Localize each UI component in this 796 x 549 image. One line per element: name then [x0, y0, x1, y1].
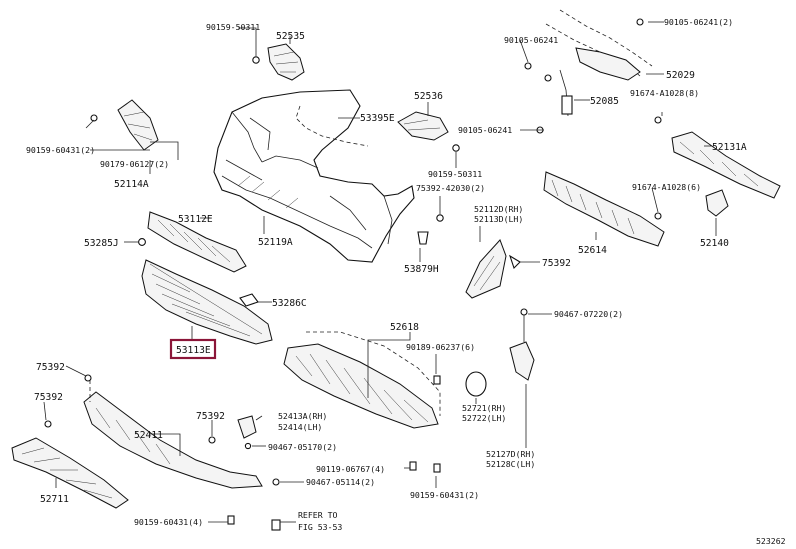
- label-90467-05114-2: 90467-05114(2): [306, 477, 375, 487]
- undercover-52618-drawing: [283, 331, 441, 429]
- label-90179-06127-2: 90179-06127(2): [100, 159, 169, 169]
- label-52119a: 52119A: [258, 237, 293, 248]
- bolt-91674-a-drawing: [654, 116, 662, 124]
- label-91674-a1028-6: 91674-A1028(6): [632, 182, 701, 192]
- moulding-53395e-drawing: [295, 105, 369, 147]
- label-53286c: 53286C: [272, 298, 307, 309]
- label-75392-lower: 75392: [196, 411, 225, 422]
- label-75392-42030-2: 75392-42030(2): [416, 183, 485, 193]
- label-90189-06237-6: 90189-06237(6): [406, 342, 475, 352]
- label-90467-07220-2: 90467-07220(2): [554, 309, 623, 319]
- label-90159-60431-4: 90159-60431(4): [134, 517, 203, 527]
- clip-75392-upper-drawing: [436, 214, 444, 222]
- label-52414-lh: 52414(LH): [278, 422, 322, 432]
- figure-code: 523262: [756, 536, 786, 546]
- bolt-91674-b-drawing: [654, 212, 662, 220]
- screw-90467-05170-drawing: [244, 442, 252, 450]
- refer-clip-drawing: [271, 519, 281, 531]
- label-52085: 52085: [590, 96, 619, 107]
- lower-grille-53113e-drawing: [141, 259, 273, 345]
- bumper-cover-drawing: [213, 89, 415, 263]
- plate-52711-drawing: [11, 437, 129, 509]
- bolt-90189-drawing: [433, 375, 441, 385]
- label-52535: 52535: [276, 31, 305, 42]
- label-90105-06241-2: 90105-06241(2): [664, 17, 733, 27]
- label-52131a: 52131A: [712, 142, 747, 153]
- label-53395e: 53395E: [360, 113, 395, 124]
- label-90159-60431-2-left: 90159-60431(2): [26, 145, 95, 155]
- leader-lines: [43, 21, 717, 523]
- label-53112e: 53112E: [178, 214, 213, 225]
- bracket-52140-drawing: [705, 189, 729, 217]
- absorber-52614-drawing: [543, 171, 665, 247]
- label-90119-06767-4: 90119-06767(4): [316, 464, 385, 474]
- reinforcement-52131a-drawing: [671, 131, 781, 199]
- label-75392-right: 75392: [542, 258, 571, 269]
- label-52128c-lh: 52128C(LH): [486, 459, 535, 469]
- clip-53286c-drawing: [239, 293, 259, 307]
- label-52614: 52614: [578, 245, 607, 256]
- stay-52029-drawing: [524, 9, 653, 134]
- label-52113d-lh: 52113D(LH): [474, 214, 523, 224]
- label-90159-50311-b: 90159-50311: [428, 169, 482, 179]
- label-75392-left-b: 75392: [34, 392, 63, 403]
- label-52411: 52411: [134, 430, 163, 441]
- label-52127d-rh: 52127D(RH): [486, 449, 535, 459]
- clip-75392-lower-drawing: [208, 436, 216, 444]
- label-52536: 52536: [414, 91, 443, 102]
- label-refer-to: REFER TO: [298, 510, 338, 520]
- bolt-90159-60431-b-drawing: [433, 463, 441, 473]
- label-90159-50311-a: 90159-50311: [206, 22, 260, 32]
- upper-grille-53112e-drawing: [147, 211, 247, 273]
- clip-53879h-drawing: [417, 231, 429, 245]
- bolt-90159-60431-4-drawing: [227, 515, 235, 525]
- label-fig-ref: FIG 53-53: [298, 522, 342, 532]
- label-75392-left-a: 75392: [36, 362, 65, 373]
- bracket-52535-drawing: [252, 43, 305, 81]
- label-53285j: 53285J: [84, 238, 119, 249]
- bracket-52114a-drawing: [90, 99, 159, 151]
- clip-53285j-drawing: [138, 238, 146, 246]
- label-52413a-rh: 52413A(RH): [278, 411, 327, 421]
- label-52721-rh: 52721(RH): [462, 403, 506, 413]
- label-90105-06241-middle: 90105-06241: [458, 125, 512, 135]
- cover-52721-drawing: [465, 371, 487, 397]
- label-53879h: 53879H: [404, 264, 439, 275]
- label-91674-a1028-8: 91674-A1028(8): [630, 88, 699, 98]
- label-52029: 52029: [666, 70, 695, 81]
- label-90159-60431-2-bottom: 90159-60431(2): [410, 490, 479, 500]
- spoiler-52411-drawing: [44, 374, 263, 489]
- label-52112d-rh: 52112D(RH): [474, 204, 523, 214]
- side-seal-drawing: [465, 239, 521, 299]
- label-90105-06241-top-left: 90105-06241: [504, 35, 558, 45]
- label-52114a: 52114A: [114, 179, 149, 190]
- label-52140: 52140: [700, 238, 729, 249]
- bracket-52536-drawing: [397, 111, 460, 152]
- screw-90467-05114-drawing: [272, 478, 280, 486]
- label-52618: 52618: [390, 322, 419, 333]
- label-52722-lh: 52722(LH): [462, 413, 506, 423]
- bolt-90119-drawing: [409, 461, 417, 471]
- label-52711: 52711: [40, 494, 69, 505]
- bracket-52127d-drawing: [509, 308, 535, 381]
- highlight-box-53113e: [169, 338, 217, 360]
- label-53113e: 53113E: [176, 345, 211, 356]
- bracket-52413a-drawing: [237, 415, 257, 439]
- label-90467-05170-2: 90467-05170(2): [268, 442, 337, 452]
